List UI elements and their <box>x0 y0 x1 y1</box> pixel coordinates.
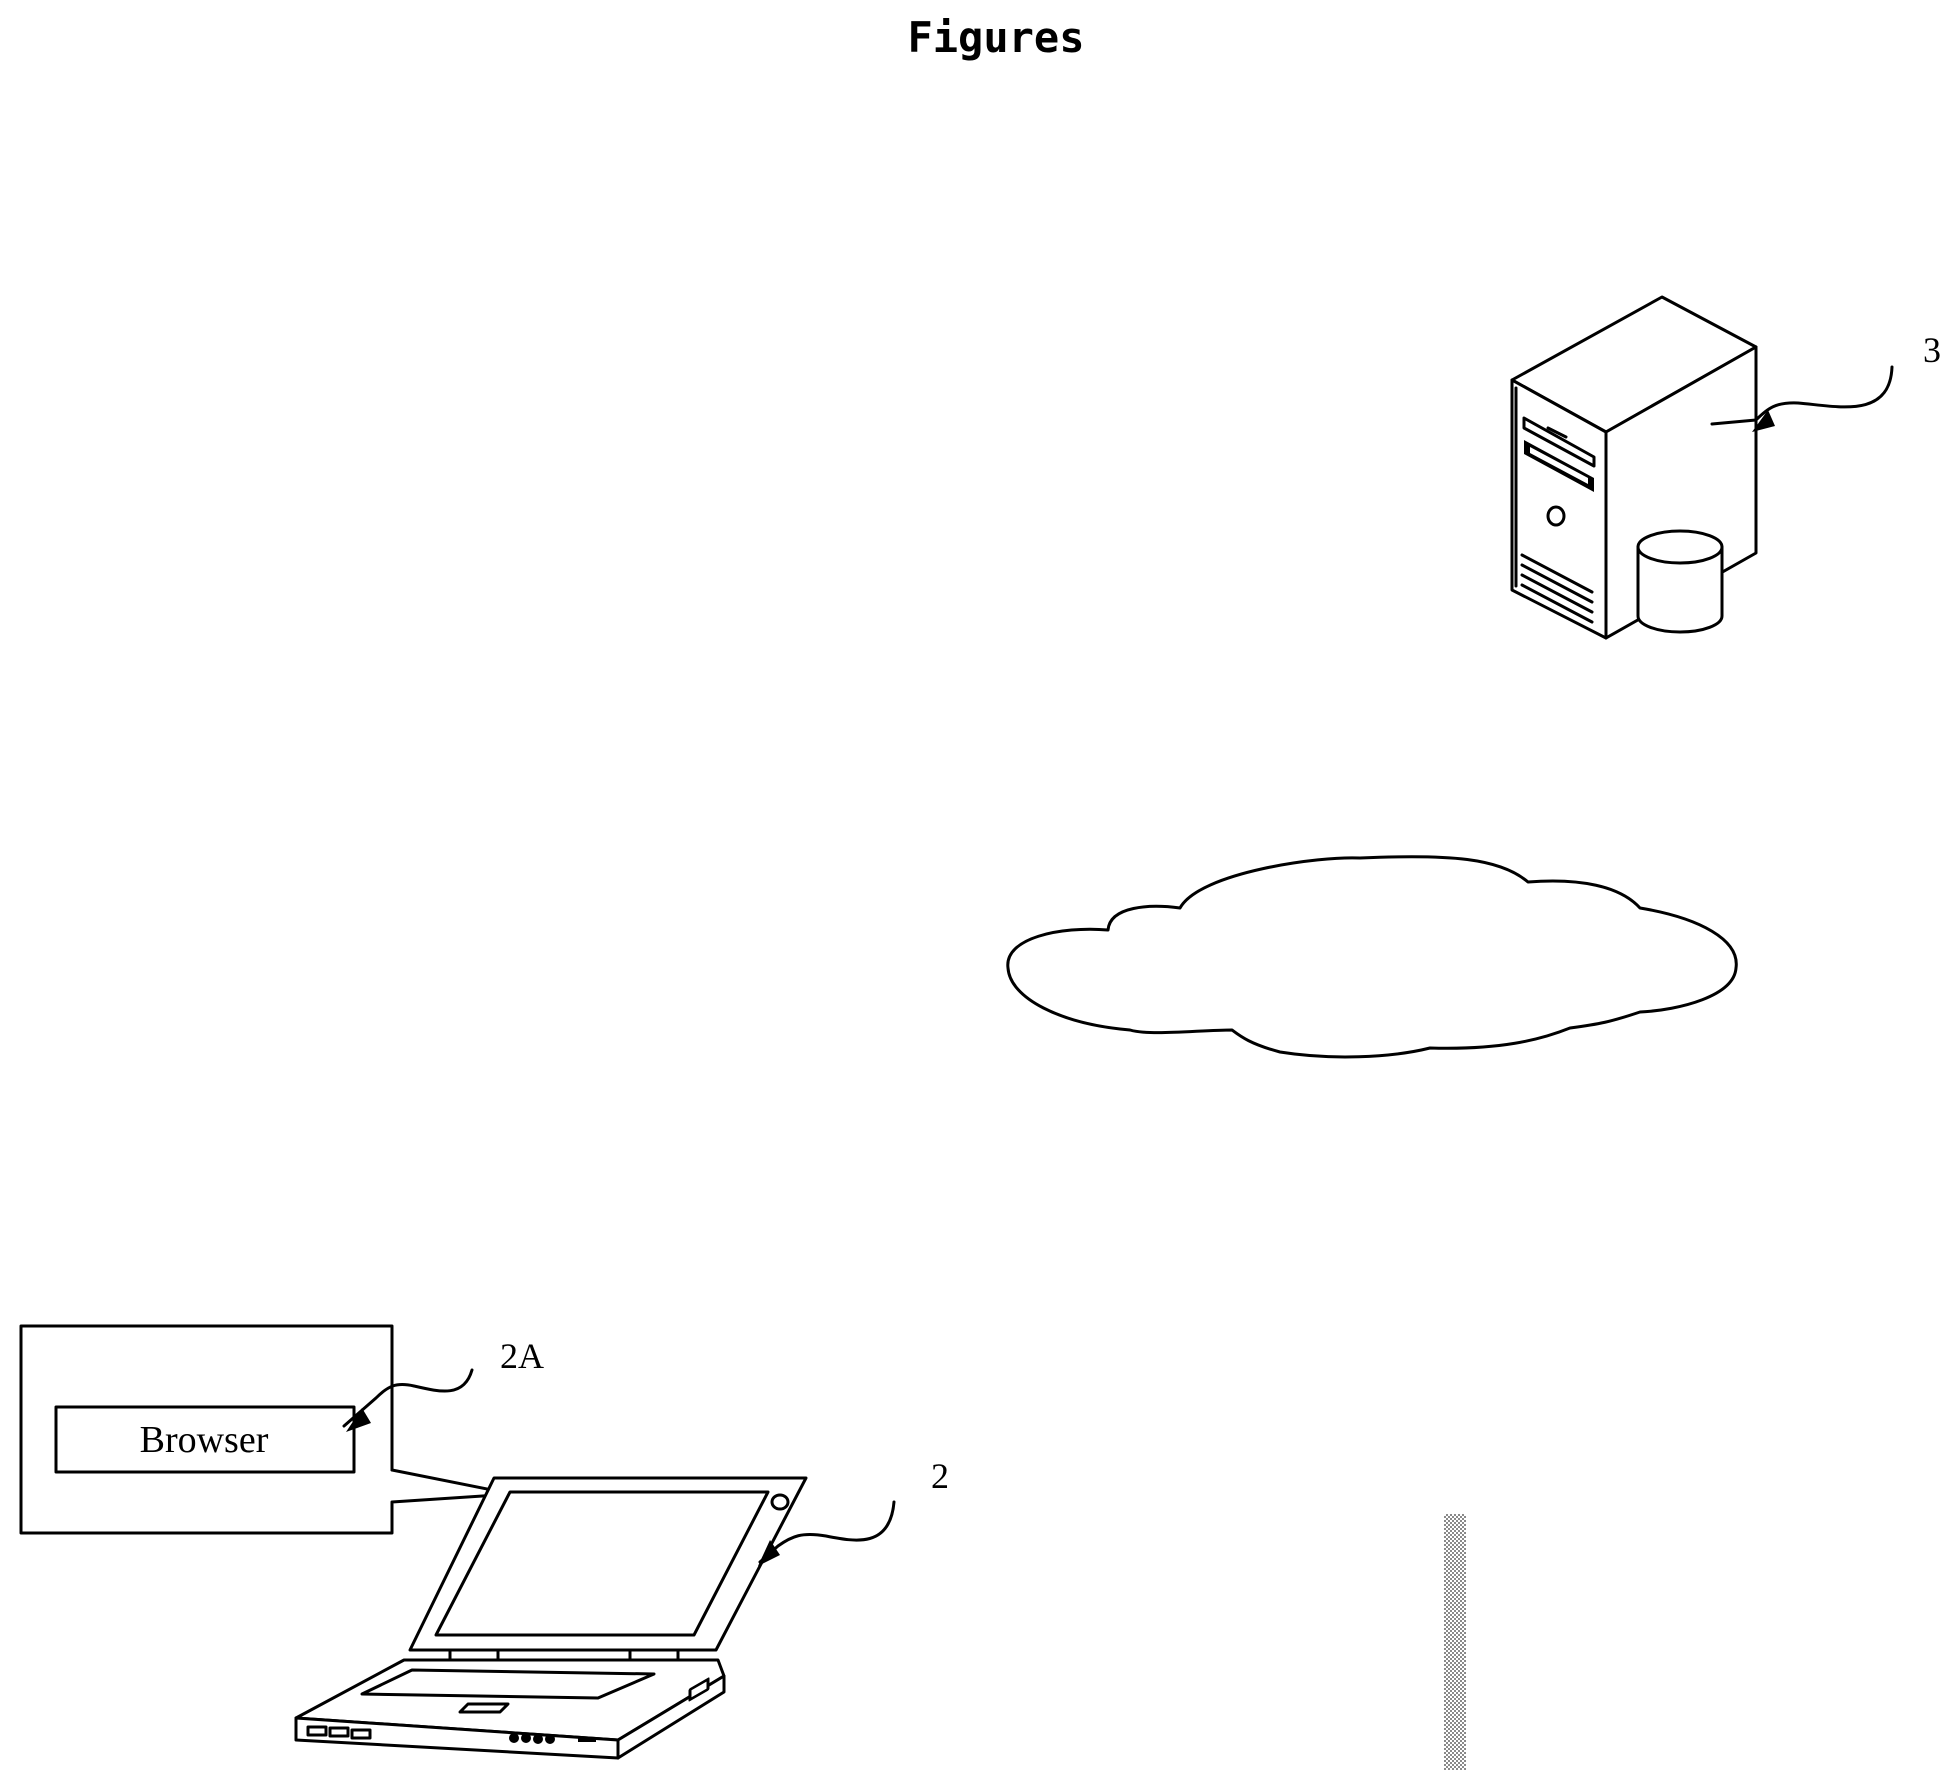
browser-ref-label: 2A <box>500 1336 544 1376</box>
browser-label: Browser <box>140 1419 269 1461</box>
figure-title: Figures <box>907 13 1084 62</box>
stipple-strip <box>1444 1514 1466 1770</box>
cloud-icon <box>1008 857 1736 1057</box>
server-ref-label: 3 <box>1923 330 1941 370</box>
database-icon <box>1638 531 1722 632</box>
laptop-ref-label: 2 <box>931 1456 949 1496</box>
